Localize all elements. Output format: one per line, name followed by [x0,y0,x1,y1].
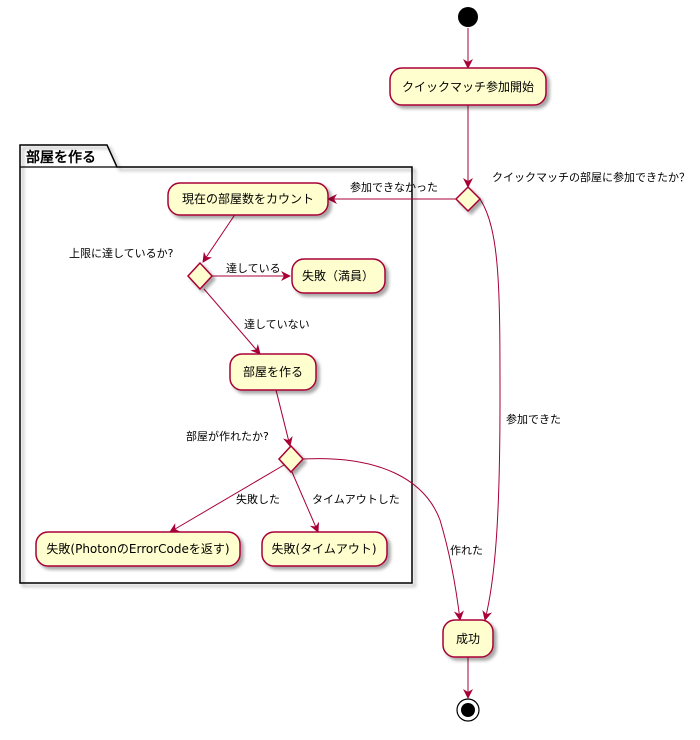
end-node [456,698,480,722]
decision-created [277,444,305,474]
package-room-creation: 部屋を作る [19,144,413,584]
package-label: 部屋を作る [26,149,96,166]
activity-create-room: 部屋を作る [229,353,317,391]
decision-joined [454,185,482,213]
edge-label-joined: 参加できた [506,412,561,426]
edges [169,28,501,699]
activity-count-rooms-label: 現在の部屋数をカウント [182,191,314,206]
activity-fail-full: 失敗（満員） [291,258,386,294]
edge-label-not-joined: 参加できなかった [350,180,438,194]
edge-label-reached: 達している [226,262,281,275]
edge-created-to-fail-timeout [291,471,320,533]
activity-count-rooms: 現在の部屋数をカウント [167,182,329,216]
activity-success: 成功 [442,619,494,658]
activity-fail-photon: 失敗(PhotonのErrorCodeを返す) [35,531,241,567]
edge-label-not-reached: 達していない [244,318,310,331]
start-node [458,7,478,27]
activity-join-start: クイックマッチ参加開始 [389,67,547,106]
activity-fail-timeout-label: 失敗(タイムアウト) [271,541,376,556]
edge-label-created: 作れた [450,544,483,557]
decision-joined-label: クイックマッチの部屋に参加できたか？ [492,170,690,184]
edge-count-to-limit [202,212,237,263]
edge-limit-to-create [203,288,261,355]
edge-decision-to-success [479,198,501,621]
activity-fail-timeout: 失敗(タイムアウト) [261,531,388,567]
edge-created-to-fail-photon [169,464,285,533]
decision-limit [186,261,214,291]
decision-limit-label: 上限に達しているか? [69,247,174,260]
activity-join-start-label: クイックマッチ参加開始 [402,79,534,94]
edge-label-failed: 失敗した [236,492,280,506]
edge-create-to-created [275,389,293,447]
activity-success-label: 成功 [456,632,480,646]
edge-created-to-success [302,458,464,621]
decision-created-label: 部屋が作れたか? [186,429,269,443]
activity-create-room-label: 部屋を作る [243,364,303,379]
edge-label-timed-out: タイムアウトした [312,493,400,506]
activity-fail-full-label: 失敗（満員） [302,268,374,283]
activity-fail-photon-label: 失敗(PhotonのErrorCodeを返す) [46,541,229,556]
